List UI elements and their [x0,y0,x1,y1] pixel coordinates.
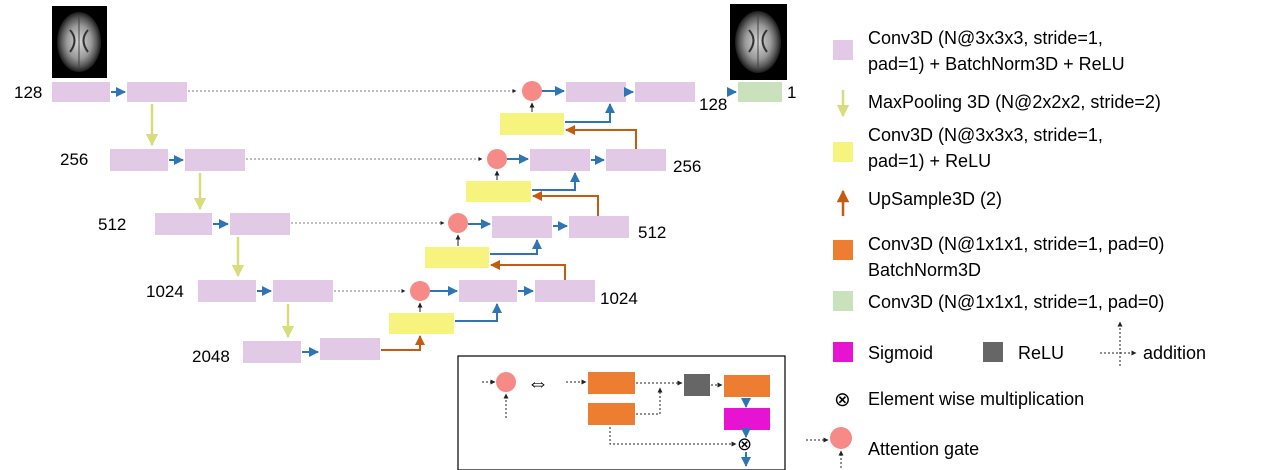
channel-labels: 128 256 512 1024 2048 128 1 256 512 1024 [14,83,796,366]
legend-swatch-relu [983,342,1003,362]
label-dec-256: 256 [673,157,701,176]
label-enc-128: 128 [14,83,42,102]
legend-swatch-conv-bn-relu [833,40,853,60]
legend-conv1-bn-line1: Conv3D (N@1x1x1, stride=1, pad=0) [868,234,1164,254]
decoder [381,81,782,351]
legend-swatch-conv1 [833,291,853,311]
enc-level5-block-b [320,338,380,360]
legend-multiply-icon: ⊗ [834,389,851,411]
inset-attention-gate [496,372,516,392]
legend-conv-relu-line2: pad=1) + ReLU [868,151,991,171]
inset-conv1-bn-bottom [588,403,635,425]
enc-level1-block-b [127,82,187,102]
enc-level2-block-b [185,149,245,171]
attention-gate-4 [410,281,430,301]
legend-relu: ReLU [1018,343,1064,363]
legend-swatch-conv-relu [833,142,853,162]
inset-conv1-bn-right [724,375,770,397]
enc-level5-block-a [243,341,301,363]
inset-conv1-bn-top [588,372,635,394]
label-dec-512: 512 [638,223,666,242]
input-mri-image [52,6,107,78]
inset-relu [684,374,710,396]
output-conv1x1-block [738,82,782,102]
dec-level4-block-b [535,280,595,302]
legend-conv1: Conv3D (N@1x1x1, stride=1, pad=0) [868,292,1164,312]
label-enc-1024: 1024 [146,282,184,301]
equivalence-symbol: ⇔ [527,370,549,395]
attention-gate-3 [448,213,468,233]
label-dec-128: 128 [699,95,727,114]
enc-level4-block-a [198,280,256,302]
encoder [52,82,380,363]
inset-multiply-symbol: ⊗ [737,434,752,454]
dec-level3-block-b [569,216,629,238]
legend-swatch-sigmoid [833,342,853,362]
legend-sigmoid: Sigmoid [868,343,933,363]
legend-conv-relu-line1: Conv3D (N@3x3x3, stride=1, [868,125,1103,145]
dec-level1-upconv [500,113,564,135]
label-enc-512: 512 [98,215,126,234]
attention-gate-inset: ⇔ ⊗ [457,355,786,470]
dec-level2-block-a [530,149,590,171]
legend-maxpool: MaxPooling 3D (N@2x2x2, stride=2) [868,92,1161,112]
enc-level2-block-a [110,149,168,171]
label-enc-256: 256 [60,150,88,169]
legend: Conv3D (N@3x3x3, stride=1, pad=1) + Batc… [806,28,1206,468]
dec-level2-upconv [466,181,531,202]
enc-level3-block-a [155,213,212,235]
legend-attention: Attention gate [868,439,979,459]
attention-gate-2 [487,149,507,169]
legend-upsample: UpSample3D (2) [868,189,1002,209]
skip-connections [188,89,517,293]
dec-level1-block-b [635,82,695,102]
dec-level4-block-a [459,280,517,302]
legend-swatch-conv1-bn [833,240,853,260]
dec-level2-block-b [606,149,666,171]
legend-conv-bn-relu-line2: pad=1) + BatchNorm3D + ReLU [868,54,1125,74]
inset-sigmoid [724,408,770,430]
attention-gate-1 [522,81,542,101]
dec-level3-block-a [492,216,552,238]
legend-conv-bn-relu-line1: Conv3D (N@3x3x3, stride=1, [868,28,1103,48]
dec-level4-upconv [389,313,454,334]
legend-attention-gate-icon [806,427,852,468]
enc-level3-block-b [230,213,290,235]
label-output-1: 1 [787,83,796,102]
dec-level1-block-a [566,82,626,102]
enc-level4-block-b [273,280,333,302]
output-mri-image [730,4,787,80]
legend-addition: addition [1143,343,1206,363]
dec-level3-upconv [425,247,489,268]
legend-multiplication: Element wise multiplication [868,389,1084,409]
legend-addition-icon [1100,321,1137,366]
legend-conv1-bn-line2: BatchNorm3D [868,260,981,280]
label-dec-1024: 1024 [600,289,638,308]
label-enc-2048: 2048 [192,347,230,366]
enc-level1-block-a [52,82,110,102]
